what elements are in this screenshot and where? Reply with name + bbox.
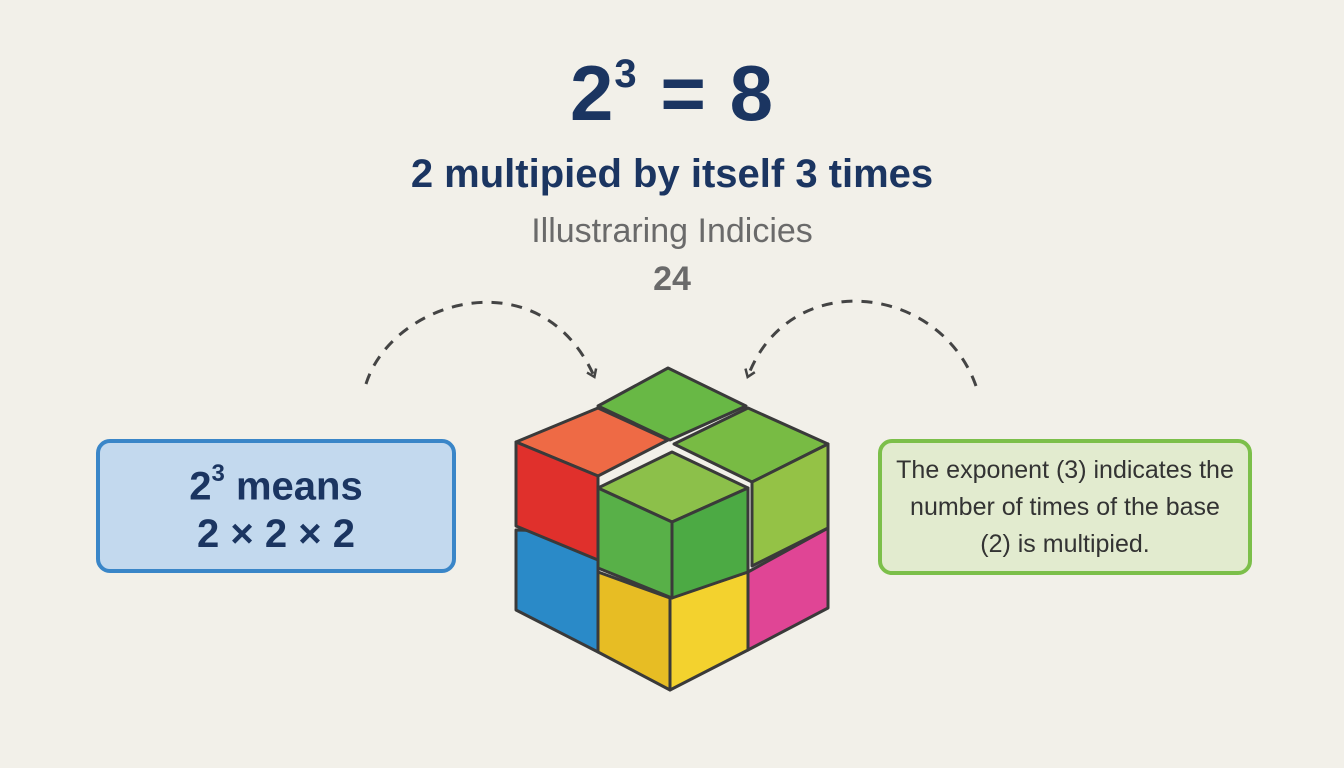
caption: Illustraring Indicies — [531, 212, 813, 250]
number-label: 24 — [653, 260, 691, 298]
exponent-meaning-box: 23 means 2 × 2 × 2 — [96, 439, 456, 573]
cube-green-front — [596, 450, 750, 600]
box-exponent: 3 — [211, 459, 225, 487]
equation-base: 2 — [570, 49, 615, 137]
cube-green-right — [672, 406, 830, 568]
subtitle: 2 multipied by itself 3 times — [410, 152, 934, 196]
equation-exponent: 3 — [614, 52, 638, 96]
left-dashed-arrow — [364, 300, 594, 385]
main-equation: 23 = 8 — [0, 48, 1344, 139]
equation-result: = 8 — [660, 49, 774, 137]
cube-yellow — [596, 570, 750, 692]
exponent-explanation-box: The exponent (3) indicates the number of… — [878, 439, 1252, 575]
box-base: 2 — [189, 464, 212, 509]
cube-green-top — [596, 366, 748, 442]
exponent-means-line: 23 means — [189, 454, 362, 510]
explanation-text: The exponent (3) indicates the number of… — [896, 455, 1234, 558]
expansion-line: 2 × 2 × 2 — [197, 512, 355, 557]
box-means-word: means — [235, 464, 363, 509]
right-dashed-arrow — [748, 299, 978, 387]
